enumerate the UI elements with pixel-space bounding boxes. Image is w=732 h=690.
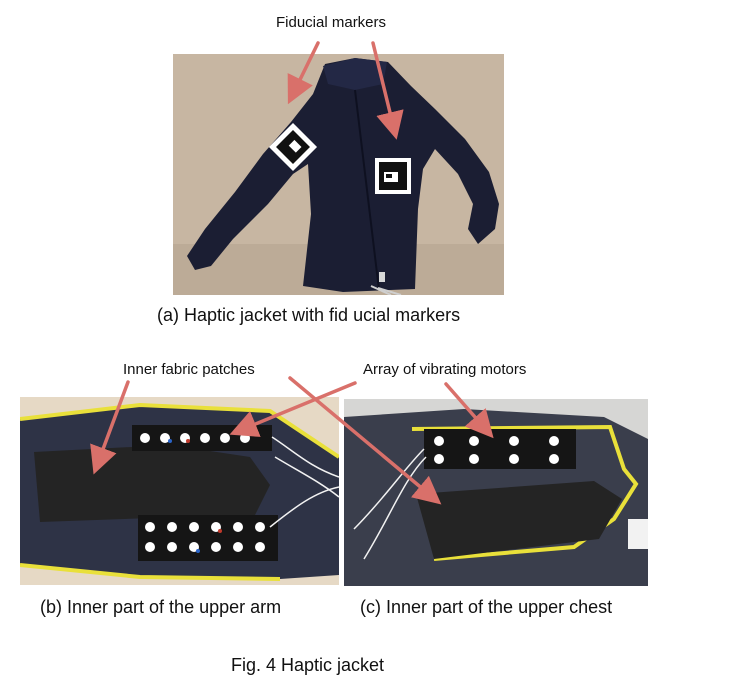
- arm-fiducial-marker: [268, 122, 318, 172]
- label-inner-fabric-patches: Inner fabric patches: [123, 361, 255, 378]
- caption-c: (c) Inner part of the upper chest: [360, 597, 613, 617]
- caption-a: (a) Haptic jacket with fid ucial markers: [157, 305, 461, 325]
- chest-fiducial-marker: [375, 158, 411, 194]
- label-fiducial-markers: Fiducial markers: [276, 14, 387, 31]
- photo-haptic-jacket: [173, 54, 504, 295]
- photo-inner-upper-arm: [20, 397, 339, 585]
- caption-b: (b) Inner part of the upper arm: [40, 597, 282, 617]
- figure-title: Fig. 4 Haptic jacket: [231, 655, 385, 675]
- label-array-of-vibrating-motors: Array of vibrating motors: [363, 361, 527, 378]
- photo-inner-upper-chest: [344, 399, 648, 586]
